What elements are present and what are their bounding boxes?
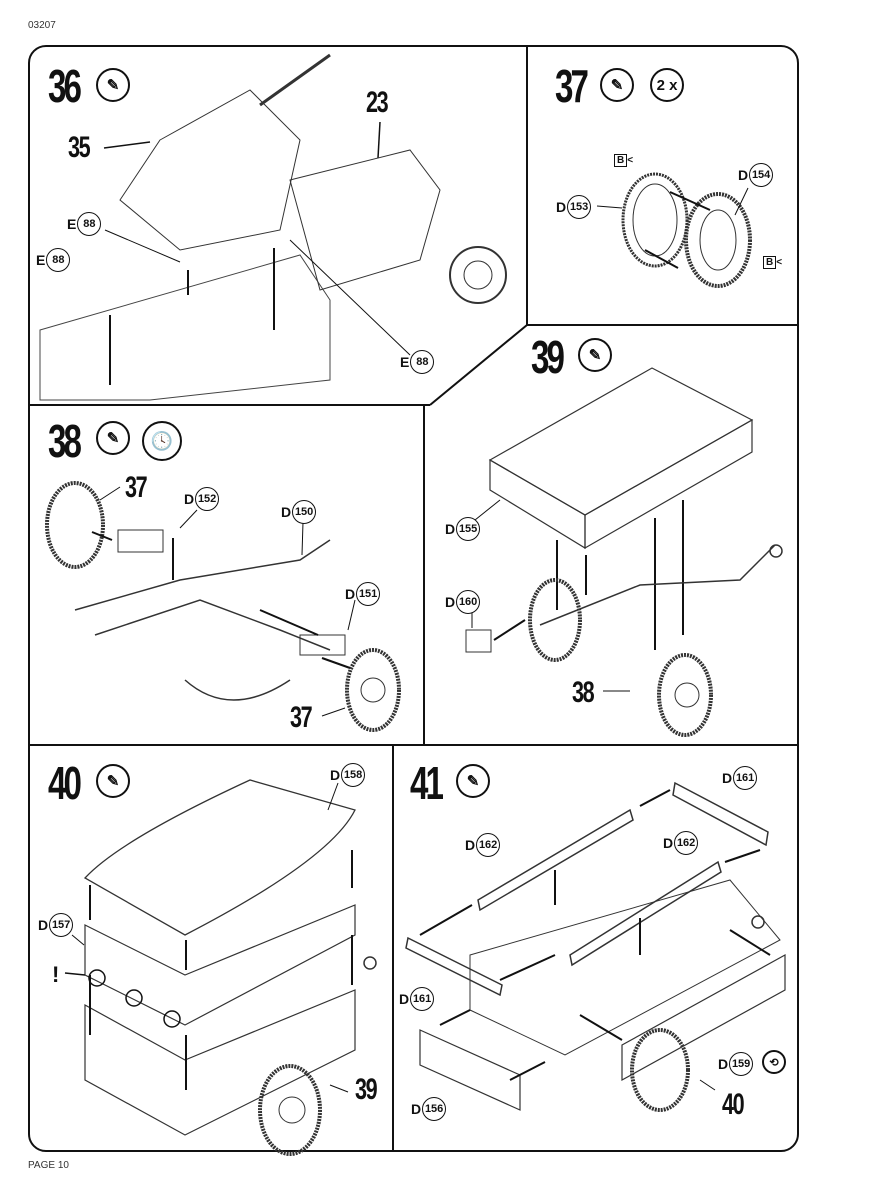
step-number: 41 bbox=[410, 757, 444, 809]
part-number: 159 bbox=[729, 1052, 754, 1076]
decal-flag-b: B< bbox=[614, 154, 633, 167]
glue-icon: ✎ bbox=[96, 68, 130, 102]
part-number: 151 bbox=[356, 582, 381, 606]
page-number: PAGE 10 bbox=[28, 1160, 69, 1171]
ref-40: 40 bbox=[722, 1088, 745, 1121]
part-number: 88 bbox=[46, 248, 71, 272]
quantity-badge: 2 x bbox=[650, 68, 684, 102]
sprue-letter: D bbox=[330, 767, 341, 783]
sprue-letter: D bbox=[445, 594, 456, 610]
sprue-letter: D bbox=[738, 167, 749, 183]
decal-flag-b: B< bbox=[763, 256, 782, 269]
sprue-letter: D bbox=[38, 917, 49, 933]
ref-37: 37 bbox=[125, 471, 148, 504]
sprue-letter: D bbox=[281, 504, 292, 520]
ref-35: 35 bbox=[68, 131, 91, 164]
step-number: 40 bbox=[48, 757, 82, 809]
step-number: 39 bbox=[531, 331, 565, 383]
part-number: 157 bbox=[49, 913, 74, 937]
sprue-letter: D bbox=[556, 199, 567, 215]
ref-38: 38 bbox=[572, 676, 595, 709]
sprue-letter: E bbox=[67, 216, 77, 232]
sprue-letter: D bbox=[722, 770, 733, 786]
attention-mark: ! bbox=[52, 962, 60, 987]
glue-icon: ✎ bbox=[578, 338, 612, 372]
glue-icon: ✎ bbox=[96, 421, 130, 455]
part-number: 88 bbox=[410, 350, 435, 374]
part-number: 154 bbox=[749, 163, 774, 187]
glue-icon: ✎ bbox=[600, 68, 634, 102]
part-number: 162 bbox=[476, 833, 501, 857]
step-number: 37 bbox=[555, 60, 589, 112]
part-number: 152 bbox=[195, 487, 220, 511]
glue-icon: ✎ bbox=[456, 764, 490, 798]
ref-39: 39 bbox=[355, 1073, 378, 1106]
ref-37: 37 bbox=[290, 701, 313, 734]
sprue-letter: E bbox=[400, 354, 410, 370]
flag-letter: B bbox=[614, 154, 628, 167]
part-number: 162 bbox=[674, 831, 699, 855]
sprue-letter: D bbox=[399, 991, 410, 1007]
flag-letter: B bbox=[763, 256, 777, 269]
sprue-letter: D bbox=[345, 586, 356, 602]
sprue-letter: D bbox=[663, 835, 674, 851]
glue-icon: ✎ bbox=[96, 764, 130, 798]
kit-code: 03207 bbox=[28, 20, 56, 31]
step-number: 38 bbox=[48, 415, 82, 467]
part-number: 155 bbox=[456, 517, 481, 541]
ref-23: 23 bbox=[366, 86, 389, 119]
part-number: 161 bbox=[410, 987, 435, 1011]
sprue-letter: D bbox=[411, 1101, 422, 1117]
part-number: 161 bbox=[733, 766, 758, 790]
step-number: 36 bbox=[48, 60, 82, 112]
optional-part-icon: ⟲ bbox=[762, 1050, 786, 1074]
sprue-letter: D bbox=[465, 837, 476, 853]
clock-drying-icon: 🕓 bbox=[142, 421, 182, 461]
part-number: 153 bbox=[567, 195, 592, 219]
sprue-letter: D bbox=[445, 521, 456, 537]
part-number: 156 bbox=[422, 1097, 447, 1121]
sprue-letter: D bbox=[718, 1056, 729, 1072]
sprue-letter: E bbox=[36, 252, 46, 268]
instruction-frame bbox=[28, 45, 799, 1152]
part-number: 150 bbox=[292, 500, 317, 524]
part-number: 160 bbox=[456, 590, 481, 614]
sprue-letter: D bbox=[184, 491, 195, 507]
part-number: 158 bbox=[341, 763, 366, 787]
part-number: 88 bbox=[77, 212, 102, 236]
